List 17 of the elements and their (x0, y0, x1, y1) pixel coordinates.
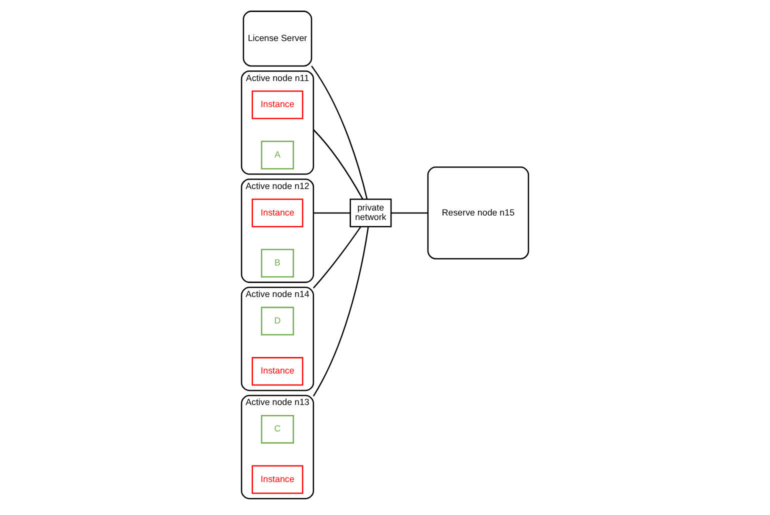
connector (313, 212, 350, 214)
node-box: D (260, 306, 294, 336)
connector (311, 66, 368, 200)
node-box: private network (350, 198, 392, 228)
node-box: B (260, 248, 294, 278)
node-box: A (260, 140, 294, 170)
node-box: License Server (242, 10, 312, 67)
node-box: Instance (252, 198, 304, 228)
node-box: Instance (252, 357, 304, 386)
node-box: C (260, 414, 294, 444)
node-box: Instance (252, 90, 304, 120)
connector (312, 226, 369, 396)
connector (312, 226, 362, 288)
connector (312, 129, 364, 200)
node-box: Instance (252, 465, 304, 494)
connector (391, 212, 428, 214)
node-box: Reserve node n15 (427, 166, 530, 260)
